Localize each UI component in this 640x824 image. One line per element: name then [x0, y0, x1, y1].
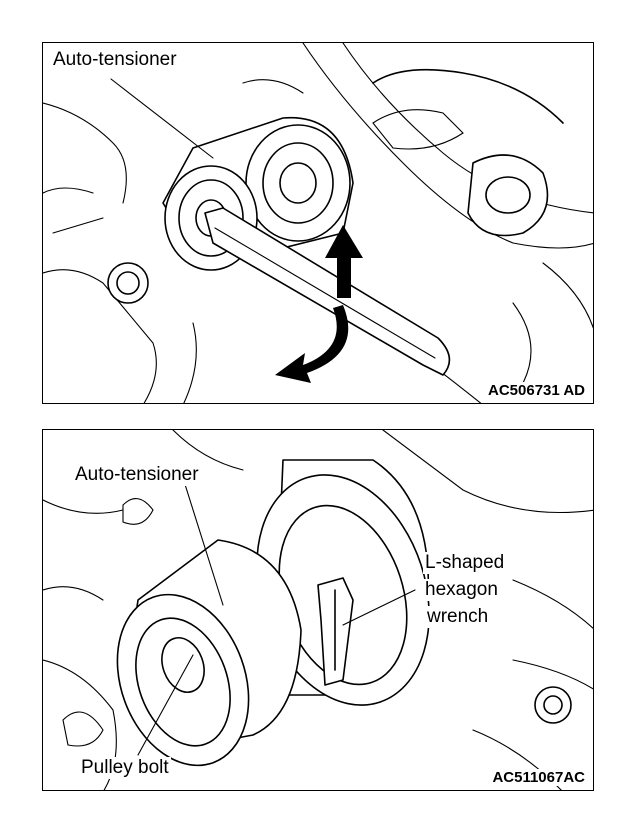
figure-code: AC506731 AD — [486, 382, 587, 399]
wrench-label-line3: wrench — [425, 606, 491, 628]
auto-tensioner-leader — [110, 78, 214, 159]
auto-tensioner-label-bottom: Auto-tensioner — [73, 464, 201, 486]
engine-illustration-top — [43, 43, 593, 403]
wrench-leader — [342, 589, 416, 626]
pulley-bolt-leader — [137, 654, 194, 756]
figure-pulley-bolt-wrench: Auto-tensioner Pulley bolt L-shaped hexa… — [42, 429, 594, 791]
wrench-label-line1: L-shaped — [423, 552, 507, 574]
auto-tensioner-label: Auto-tensioner — [51, 49, 179, 71]
engine-illustration-bottom — [43, 430, 593, 790]
wrench-label-line2: hexagon — [423, 579, 500, 601]
pulley-bolt-label: Pulley bolt — [79, 757, 171, 779]
auto-tensioner-leader-bottom — [182, 477, 224, 606]
figure-auto-tensioner-rotation: Auto-tensioner AC506731 AD — [42, 42, 594, 404]
figure-code-bottom: AC511067AC — [490, 769, 587, 786]
